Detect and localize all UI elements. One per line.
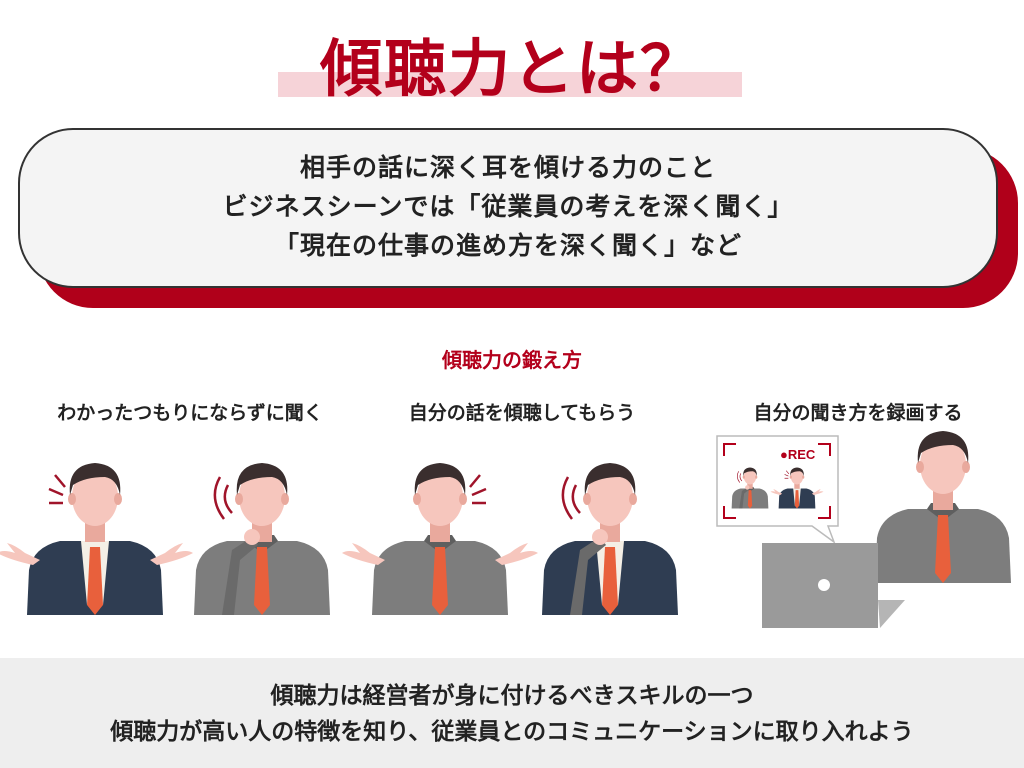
hair xyxy=(790,467,804,477)
illustrations: ●REC xyxy=(0,431,1024,628)
tie xyxy=(602,547,618,615)
person-figure xyxy=(731,467,769,509)
title-underline xyxy=(278,72,742,97)
frame-corners-icon xyxy=(723,443,831,519)
person-figure xyxy=(194,463,330,615)
definition-line: 相手の話に深く耳を傾ける力のこと xyxy=(299,153,716,182)
summary-line: 傾聴力が高い人の特徴を知り、従業員とのコミュニケーションに取り入れよう xyxy=(110,719,914,745)
sound-waves-icon xyxy=(736,471,743,483)
sound-waves-icon xyxy=(213,476,233,520)
person-figure xyxy=(875,431,1011,583)
face xyxy=(587,468,633,526)
neck xyxy=(430,520,450,542)
hand xyxy=(770,489,783,495)
definition-line: 「現在の仕事の進め方を深く聞く」など xyxy=(273,231,742,260)
arm xyxy=(570,537,606,615)
face xyxy=(417,468,463,526)
summary-line: 傾聴力は経営者が身に付けるべきスキルの一つ xyxy=(270,683,754,709)
ear xyxy=(802,475,805,479)
tie xyxy=(432,547,448,615)
ear xyxy=(68,493,76,505)
definition-card xyxy=(18,128,998,288)
tie xyxy=(794,490,800,509)
surprise-marks-icon xyxy=(469,474,487,505)
face xyxy=(790,468,804,485)
rec-label: ●REC xyxy=(780,447,816,462)
arm xyxy=(222,537,258,615)
summary-band xyxy=(0,658,1024,768)
ear xyxy=(755,475,758,479)
face xyxy=(743,468,757,485)
ear xyxy=(413,493,421,505)
person-figure xyxy=(770,467,824,509)
definition-line: ビジネスシーンでは「従業員の考えを深く聞く」 xyxy=(222,192,794,221)
hand xyxy=(244,529,260,545)
step-label: 自分の話を傾聴してもらう xyxy=(408,402,636,424)
hand xyxy=(495,543,538,565)
tie xyxy=(935,515,951,583)
hair xyxy=(743,467,757,477)
hand xyxy=(342,543,385,565)
hand xyxy=(0,543,40,565)
ear xyxy=(235,493,243,505)
tie xyxy=(87,547,103,615)
ear xyxy=(281,493,289,505)
step-label: わかったつもりにならずに聞く xyxy=(57,402,323,424)
neck xyxy=(747,482,753,489)
tie xyxy=(254,547,270,615)
neck xyxy=(794,482,800,489)
ear xyxy=(789,475,792,479)
neck xyxy=(85,520,105,542)
hand xyxy=(150,543,193,565)
training-heading: 傾聴力の鍛え方 xyxy=(442,348,582,372)
surprise-marks-icon xyxy=(784,470,790,479)
face xyxy=(239,468,285,526)
hair xyxy=(584,463,636,495)
hair xyxy=(69,463,121,495)
face xyxy=(920,436,966,494)
sound-waves-icon xyxy=(561,476,581,520)
ear xyxy=(742,475,745,479)
ear xyxy=(629,493,637,505)
step-label: 自分の聞き方を録画する xyxy=(753,402,963,424)
page-title: 傾聴力とは？ xyxy=(319,32,704,105)
ear xyxy=(459,493,467,505)
ear xyxy=(114,493,122,505)
hand xyxy=(592,529,608,545)
person-figure xyxy=(542,463,678,615)
hair xyxy=(236,463,288,495)
neck xyxy=(933,488,953,510)
hair xyxy=(414,463,466,495)
ear xyxy=(962,461,970,473)
surprise-marks-icon xyxy=(48,474,66,505)
person-figure xyxy=(0,463,193,615)
recording-bubble: ●REC xyxy=(716,435,839,545)
hand xyxy=(745,485,750,490)
hand xyxy=(811,489,824,495)
ear xyxy=(583,493,591,505)
tie xyxy=(747,490,753,509)
arm xyxy=(739,487,749,509)
face xyxy=(72,468,118,526)
person-figure xyxy=(342,463,538,615)
laptop-icon xyxy=(762,543,905,628)
hair xyxy=(917,431,969,463)
ear xyxy=(916,461,924,473)
